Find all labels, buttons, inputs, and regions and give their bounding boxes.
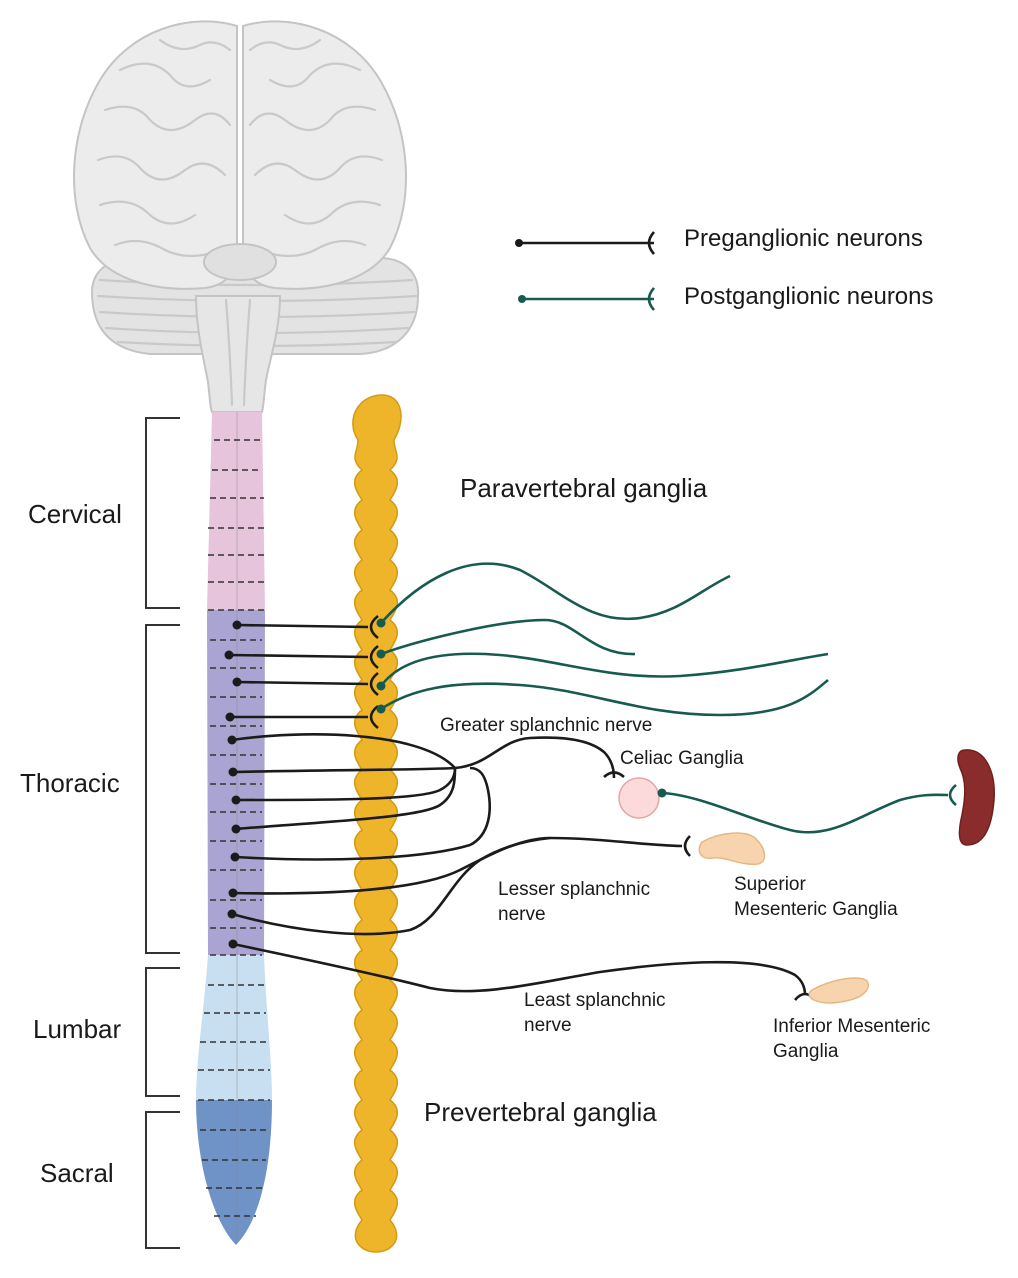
spinal-cord-lumbar [196,955,272,1100]
legend-postganglionic-label: Postganglionic neurons [684,283,934,310]
lumbar-bracket [145,967,180,1097]
least-splanchnic-label-1: Least splanchnic [524,990,666,1011]
region-brackets [145,417,180,1249]
lumbar-label: Lumbar [33,1014,121,1044]
spinal-cord-thoracic [207,610,265,955]
legend-preganglionic-label: Preganglionic neurons [684,225,923,252]
least-splanchnic-label-2: nerve [524,1015,572,1036]
preganglionic-chain-fibers [224,614,379,730]
lesser-splanchnic-label-1: Lesser splanchnic [498,879,650,900]
spinal-cord-cervical [207,412,265,610]
celiac-ganglia-label: Celiac Ganglia [620,748,744,769]
inferior-mesenteric-ganglion [808,977,870,1004]
spinal-cord-sacral [196,1100,272,1245]
celiac-ganglion [618,777,660,819]
superior-mesenteric-label-1: Superior [734,874,806,895]
paravertebral-ganglion-chain [352,394,402,1253]
brain-illustration [72,20,420,413]
postganglionic-chain-fibers [376,562,829,717]
sacral-bracket [145,1111,180,1249]
celiac-postganglionic-fiber [657,784,957,834]
thoracic-bracket [145,624,180,954]
splanchnic-nerves [227,733,816,1001]
superior-mesenteric-ganglion [698,832,766,865]
legend: Preganglionic neurons Postganglionic neu… [515,225,934,311]
inferior-mesenteric-label-2: Ganglia [773,1041,839,1062]
spinal-cord [196,412,272,1245]
target-organ [957,749,995,846]
greater-splanchnic-label: Greater splanchnic nerve [440,715,652,736]
sacral-label: Sacral [40,1158,114,1188]
lesser-splanchnic-label-2: nerve [498,904,546,925]
legend-postganglionic: Postganglionic neurons [518,283,934,311]
superior-mesenteric-label-2: Mesenteric Ganglia [734,899,898,920]
inferior-mesenteric-label-1: Inferior Mesenteric [773,1016,930,1037]
cervical-bracket [145,417,180,609]
prevertebral-ganglia-label: Prevertebral ganglia [424,1097,657,1127]
legend-preganglionic: Preganglionic neurons [515,225,923,255]
cervical-label: Cervical [28,499,122,529]
paravertebral-ganglia-label: Paravertebral ganglia [460,473,708,503]
thoracic-label: Thoracic [20,768,120,798]
